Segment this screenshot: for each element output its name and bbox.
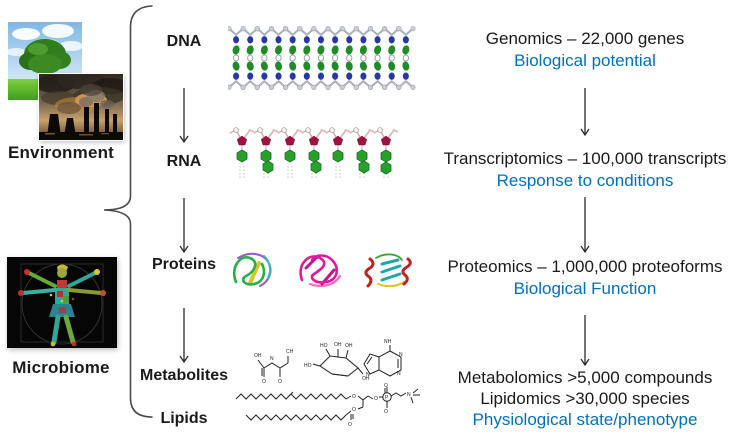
transcriptomics-to-proteomics-arrow xyxy=(580,197,590,254)
protein-ribbon-2 xyxy=(299,254,342,287)
genomics-note: Biological potential xyxy=(514,51,656,70)
svg-text:OH: OH xyxy=(254,353,262,359)
level-label-lipids: Lipids xyxy=(160,410,208,427)
svg-text:O: O xyxy=(262,379,266,385)
proteomics-note: Biological Function xyxy=(513,279,657,298)
transcriptomics-note: Response to conditions xyxy=(496,171,674,190)
svg-text:O: O xyxy=(352,394,356,400)
industrial-pollution-illustration xyxy=(39,74,123,140)
svg-text:O: O xyxy=(384,383,388,389)
svg-text:N: N xyxy=(270,356,274,362)
level-label-proteins: Proteins xyxy=(151,256,216,273)
svg-text:P: P xyxy=(385,395,389,401)
proteins-to-metabolites-arrow xyxy=(179,308,189,364)
svg-text:OH: OH xyxy=(345,343,353,349)
grouping-brace xyxy=(103,5,153,418)
genomics-block: Genomics – 22,000 genes Biological poten… xyxy=(425,28,740,72)
svg-text:OH: OH xyxy=(362,376,370,382)
svg-text:O: O xyxy=(348,422,352,428)
rna-to-proteins-arrow xyxy=(179,198,189,254)
transcriptomics-block: Transcriptomics – 100,000 transcripts Re… xyxy=(425,148,740,192)
microbiome-label: Microbiome xyxy=(12,358,110,377)
svg-text:O: O xyxy=(352,407,356,413)
tree xyxy=(19,39,71,80)
svg-text:N: N xyxy=(407,392,411,398)
svg-text:N: N xyxy=(399,352,403,358)
svg-text:O: O xyxy=(278,379,282,385)
svg-text:NH: NH xyxy=(384,339,392,345)
vitruvian-man-illustration xyxy=(7,257,117,348)
svg-text:OH: OH xyxy=(334,342,342,348)
protein-ribbon-structures xyxy=(228,238,418,302)
smoke-plumes xyxy=(57,84,114,114)
svg-text:HO: HO xyxy=(304,363,312,369)
fatty-acid-chains xyxy=(235,391,347,421)
level-label-dna: DNA xyxy=(166,33,202,50)
adenine-structure: NH N N N xyxy=(363,339,403,378)
industrial-pollution-photo xyxy=(39,74,123,140)
svg-text:N: N xyxy=(366,372,370,378)
amino-acid-structure: OH N O O CH xyxy=(254,349,294,385)
svg-text:O: O xyxy=(374,396,378,402)
svg-text:O: O xyxy=(384,409,388,415)
level-label-metabolites: Metabolites xyxy=(139,367,228,384)
svg-text:HO: HO xyxy=(320,343,328,349)
dna-to-rna-arrow xyxy=(179,88,189,144)
lipidomics-line: Lipidomics >30,000 species xyxy=(480,389,690,408)
vitruvian-figure xyxy=(18,264,106,347)
genomics-line: Genomics – 22,000 genes xyxy=(485,29,685,48)
glycerol-phosphate-head: O O P O O N O O xyxy=(345,383,420,428)
genomics-to-transcriptomics-arrow xyxy=(580,88,590,137)
vitruvian-man-collage-photo xyxy=(7,257,117,348)
svg-text:N: N xyxy=(397,371,401,377)
physiological-note: Physiological state/phenotype xyxy=(472,410,698,429)
proteomics-line: Proteomics – 1,000,000 proteoforms xyxy=(447,257,723,276)
phospholipid-chemical-structure: O O P O O N O O xyxy=(234,383,424,433)
protein-ribbon-1 xyxy=(232,252,272,287)
metabolomics-lipidomics-block: Metabolomics >5,000 compounds Lipidomics… xyxy=(425,367,740,430)
svg-text:CH: CH xyxy=(286,349,294,355)
dna-double-helix-model xyxy=(228,24,420,92)
level-label-rna: RNA xyxy=(166,153,202,170)
rna-strand-model xyxy=(228,126,398,190)
proteomics-to-metabolomics-arrow xyxy=(580,315,590,367)
sugar-ring-structure: HO OH OH HO OH xyxy=(304,342,370,382)
metabolite-chemical-structures: OH N O O CH HO OH OH HO OH NH xyxy=(252,336,414,392)
metabolomics-line: Metabolomics >5,000 compounds xyxy=(457,368,713,387)
transcriptomics-line: Transcriptomics – 100,000 transcripts xyxy=(443,149,727,168)
environment-label: Environment xyxy=(7,143,115,162)
proteomics-block: Proteomics – 1,000,000 proteoforms Biolo… xyxy=(425,256,740,300)
protein-ribbon-3 xyxy=(364,253,412,288)
